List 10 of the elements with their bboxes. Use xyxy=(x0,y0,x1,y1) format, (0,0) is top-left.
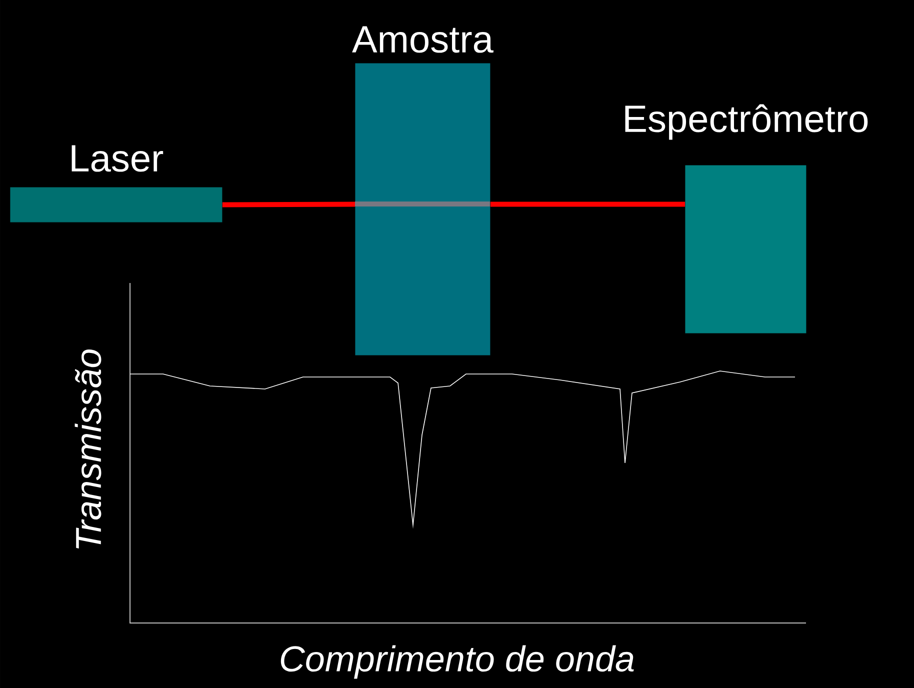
axis-label: Transmissão xyxy=(74,349,102,548)
node-label: Espectrômetro xyxy=(625,104,868,140)
sample-box: Amostra xyxy=(352,26,494,356)
spectrometer-box: Espectrômetro xyxy=(625,104,868,334)
axis-label: Comprimento de onda xyxy=(280,645,634,679)
laser-box: Laser xyxy=(10,145,222,222)
laser-beam xyxy=(222,202,356,208)
laser-beam xyxy=(490,202,685,207)
node-label: Laser xyxy=(72,145,164,172)
node-label: Amostra xyxy=(352,26,494,53)
